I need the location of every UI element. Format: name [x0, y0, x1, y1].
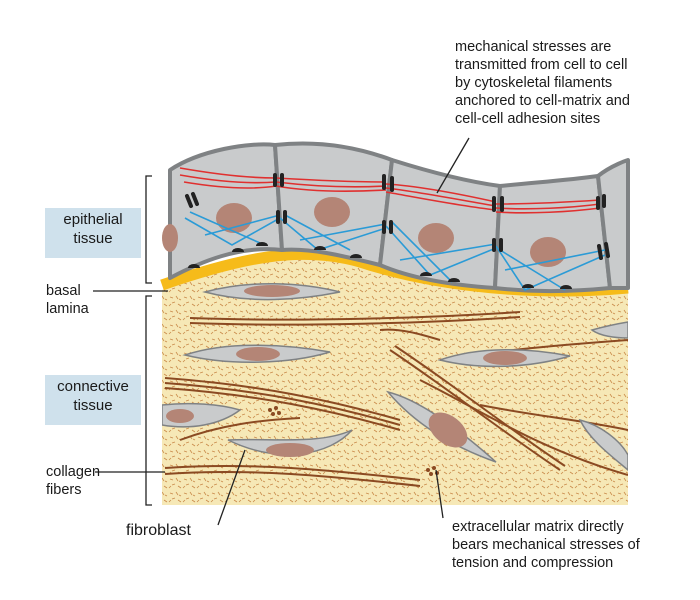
epithelial-tissue-label: epithelial tissue: [45, 208, 141, 258]
adhesion-junctions: [185, 173, 610, 260]
top-annotation-line: transmitted from cell to cell: [455, 57, 628, 73]
connective-tissue-label: connective tissue: [45, 375, 141, 425]
epithelial-tissue-label-line: tissue: [73, 230, 113, 247]
epithelial-tissue-label-line: epithelial: [63, 211, 123, 228]
fibroblast-label: fibroblast: [126, 522, 191, 539]
tissue-brackets: [145, 175, 152, 506]
top-annotation: mechanical stresses are transmitted from…: [455, 38, 630, 128]
top-annotation-line: cell-cell adhesion sites: [455, 111, 601, 127]
top-annotation-line: by cytoskeletal filaments: [455, 75, 613, 91]
basal-lamina-label-line: basal: [46, 283, 81, 299]
collagen-fibers: [164, 311, 628, 487]
basal-lamina-label: basal lamina: [46, 282, 89, 318]
matrix-clusters: [268, 406, 439, 476]
connective-tissue-label-line: connective: [57, 378, 129, 395]
connective-tissue-label-line: tissue: [73, 397, 113, 414]
leader-lines: [93, 137, 470, 526]
fibroblast-cells: [162, 283, 628, 472]
bottom-annotation-line: tension and compression: [452, 555, 614, 571]
actin-filaments: [179, 167, 601, 214]
top-annotation-line: mechanical stresses are: [455, 39, 612, 55]
hemidesmosomes: [188, 242, 572, 289]
collagen-fibers-label-line: collagen: [46, 464, 101, 480]
collagen-fibers-label: collagen fibers: [46, 463, 100, 499]
bottom-annotation-line: extracellular matrix directly: [452, 519, 624, 535]
basal-lamina-label-line: lamina: [46, 301, 89, 317]
top-annotation-line: anchored to cell-matrix and: [455, 93, 630, 109]
collagen-fibers-label-line: fibers: [46, 482, 82, 498]
bottom-annotation: extracellular matrix directly bears mech…: [452, 518, 640, 572]
bottom-annotation-line: bears mechanical stresses of: [452, 537, 640, 553]
